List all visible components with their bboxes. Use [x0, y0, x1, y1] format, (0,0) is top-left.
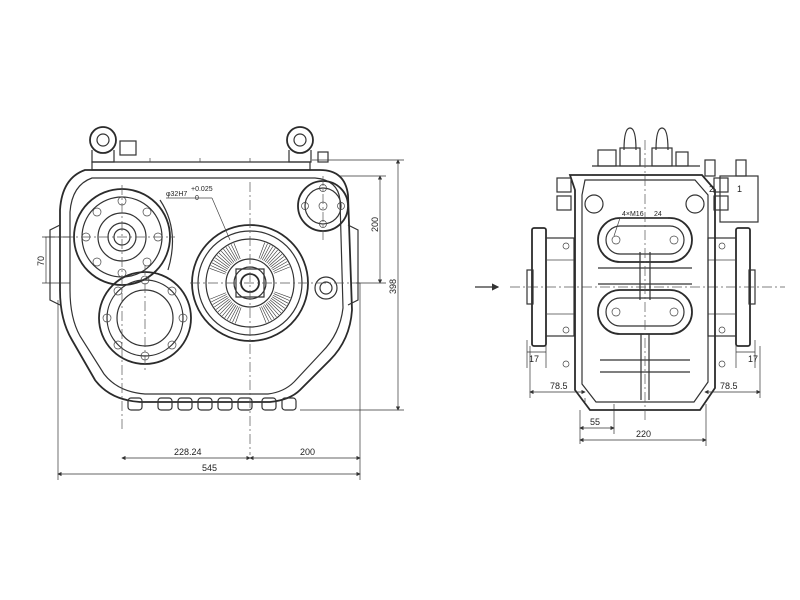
dim-545-label: 545 [202, 463, 217, 473]
left-flange [526, 227, 575, 347]
dim-78-left-label: 78.5 [550, 381, 568, 391]
lifting-eye-left [89, 126, 117, 163]
bolt-depth-label: 24 [654, 211, 662, 218]
part-label-2: 2 [709, 184, 714, 194]
dim-55-label: 55 [590, 417, 600, 427]
dim-228-label: 228.24 [174, 447, 202, 457]
bore-tol-upper: +0.025 [191, 186, 213, 193]
breather-fittings [592, 127, 700, 176]
dim-398-label: 398 [388, 279, 398, 294]
dim-200-vertical-label: 200 [370, 217, 380, 232]
bolt-spec-label: 4×M16 [622, 211, 644, 218]
part-label-1: 1 [737, 184, 742, 194]
dim-78-right-label: 78.5 [720, 381, 738, 391]
dim-200-bottom-label: 200 [300, 447, 315, 457]
lifting-eye-right [286, 126, 314, 163]
dim-17-left-label: 17 [529, 354, 539, 364]
bore-tol-lower: 0 [195, 195, 199, 202]
side-view: 4×M16 24 2 1 17 17 78.5 78.5 55 [475, 127, 785, 446]
front-view: φ32H7 +0.025 0 70 200 398 228.24 200 [36, 126, 404, 480]
housing-feet [127, 397, 297, 411]
bore-dimension-label: φ32H7 [166, 191, 187, 198]
housing-outline [59, 169, 353, 403]
side-housing [568, 174, 716, 411]
drain-plug [314, 276, 338, 300]
dim-17-right-label: 17 [748, 354, 758, 364]
dim-70-label: 70 [36, 256, 46, 266]
dim-220-label: 220 [636, 429, 651, 439]
